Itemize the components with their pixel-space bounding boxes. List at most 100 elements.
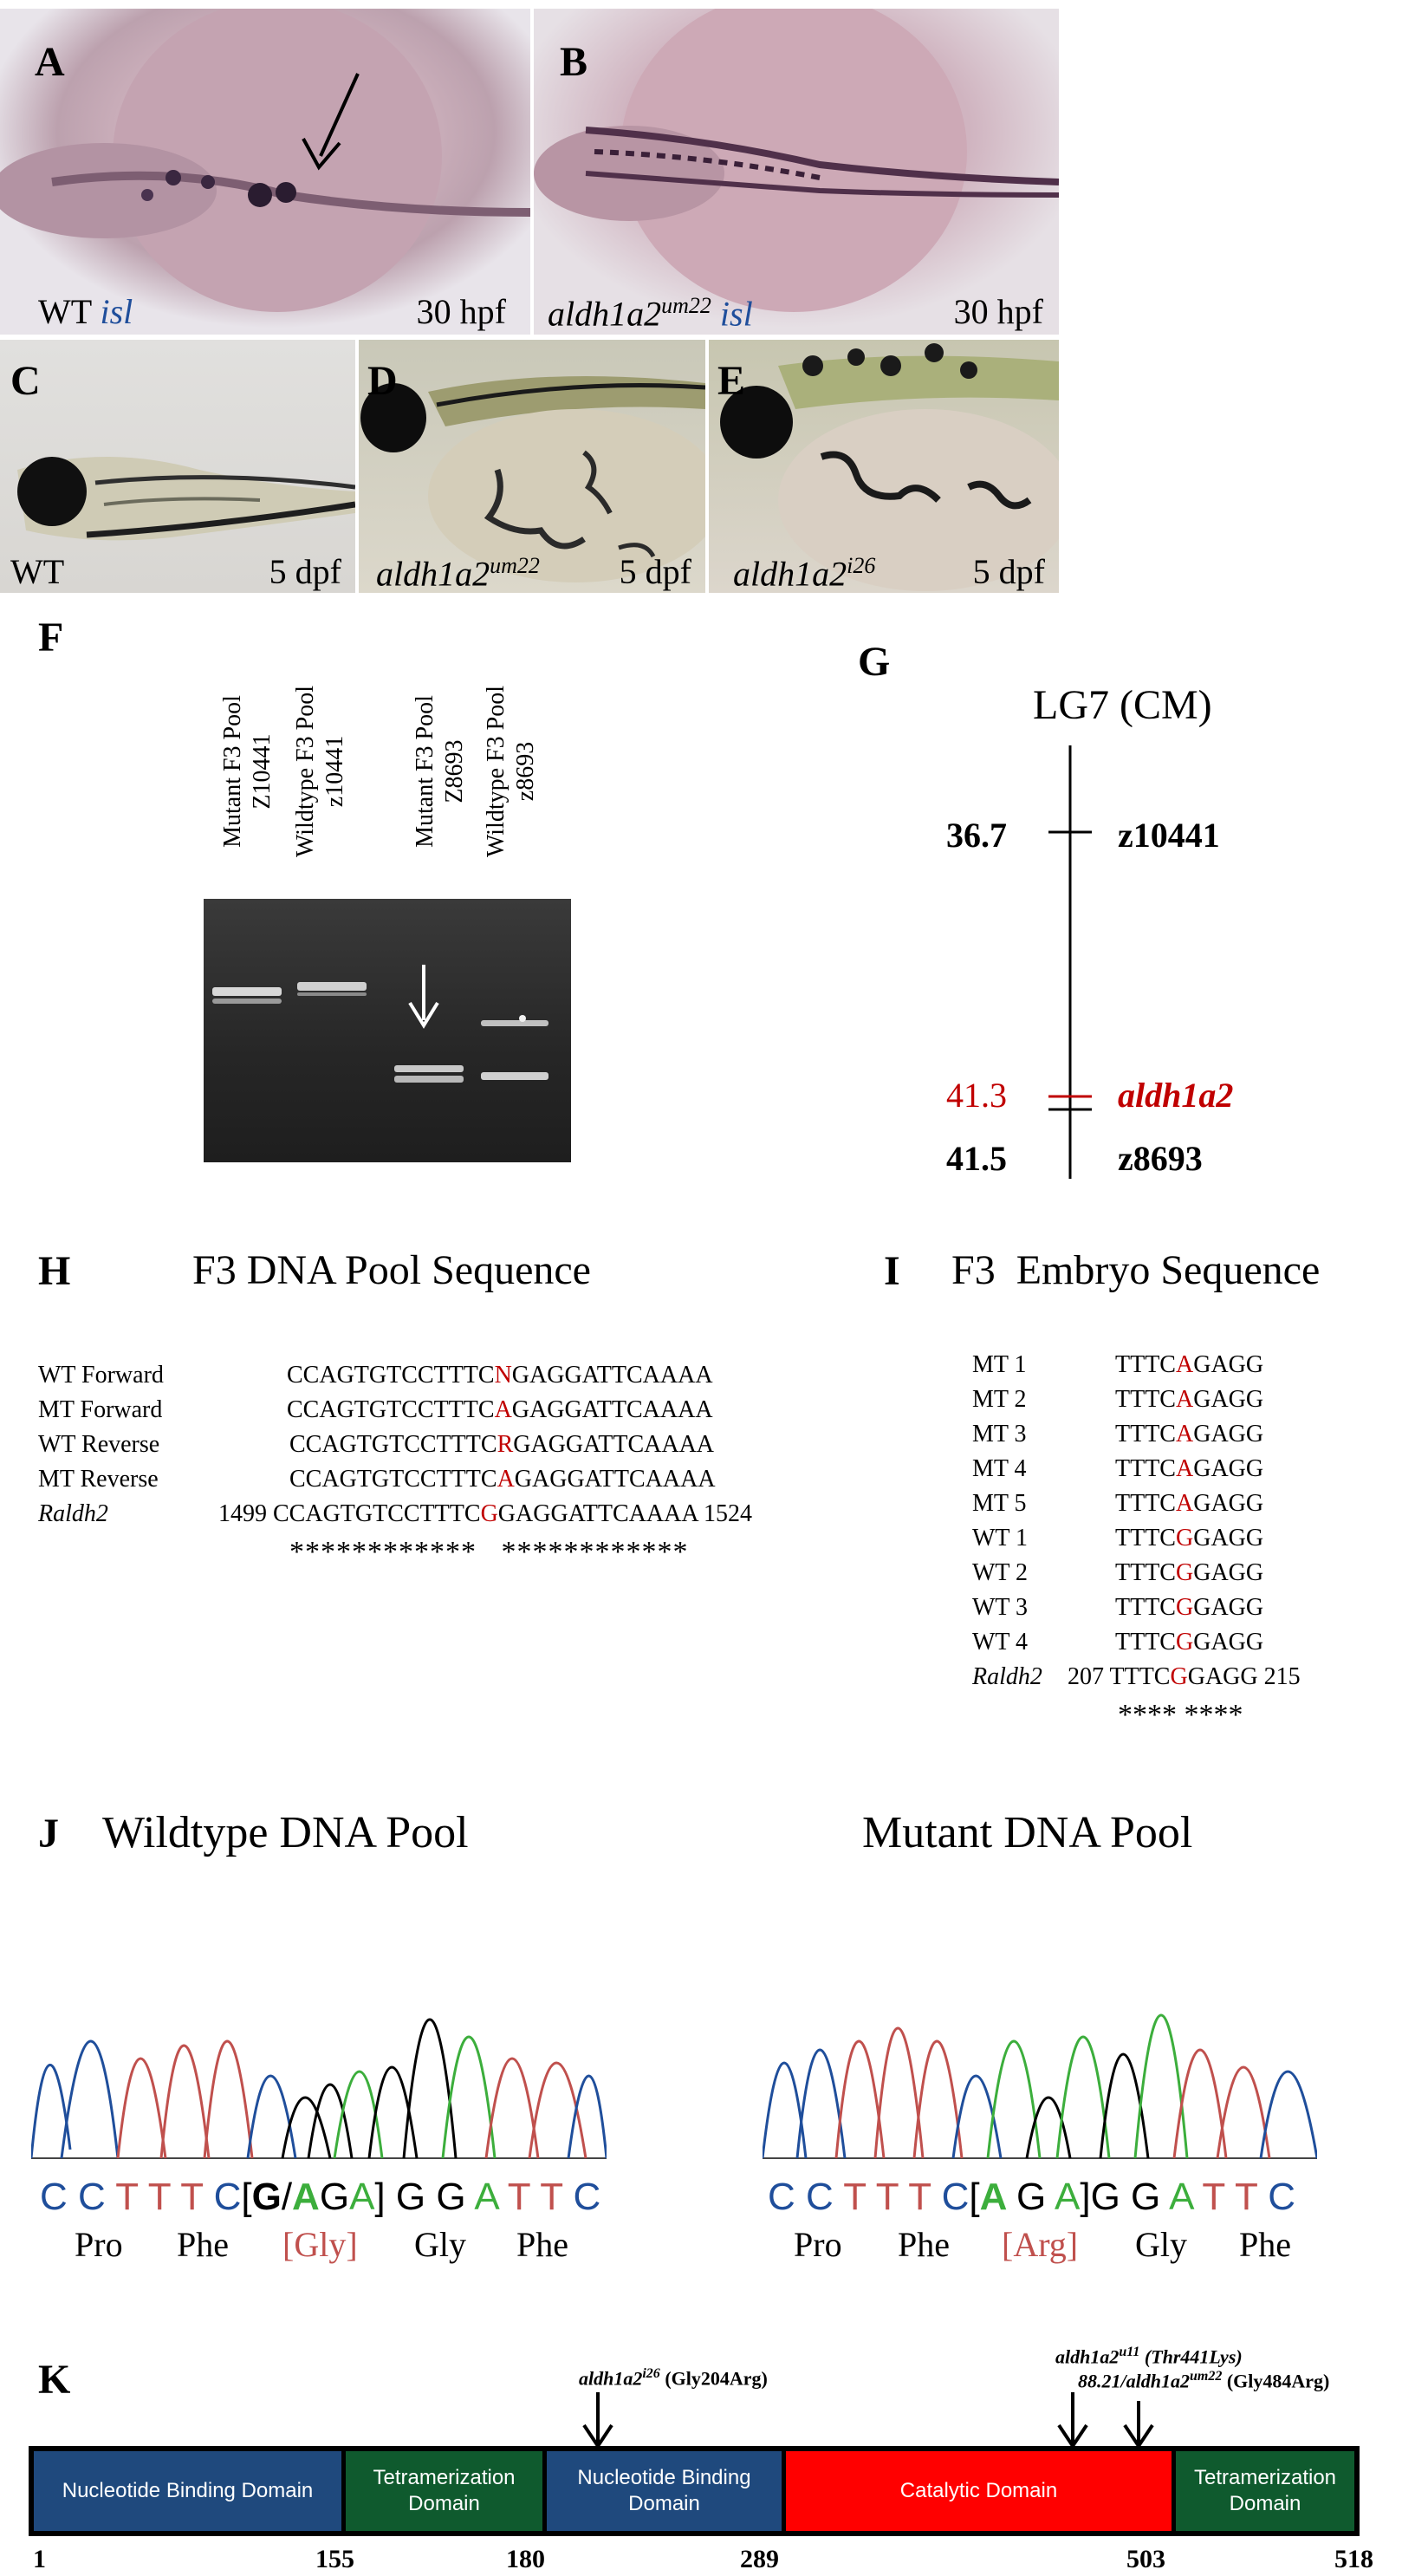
panel-title: F3 Embryo Sequence (951, 1247, 1321, 1293)
base-calls-mutant: C C T T T C[A G A]G G A T T C (768, 2176, 1296, 2218)
marker-position: 41.3 (946, 1076, 1007, 1115)
marker-name: z8693 (1118, 1139, 1203, 1178)
tick-label: 1 (33, 2545, 46, 2573)
seq-row: CCAGTGTCCTTTCNGAGGATTCAAAA (287, 1362, 713, 1389)
amino-acid: Gly (1135, 2225, 1187, 2264)
panel-label-k: K (38, 2357, 71, 2403)
seq-name: MT Reverse (38, 1466, 159, 1493)
stage-label: 30 hpf (416, 292, 506, 331)
panel-label-g: G (858, 639, 891, 685)
larva-illustration-e (720, 343, 1059, 591)
seq-row: 207 TTTCGGAGG 215 (1068, 1663, 1301, 1690)
larva-illustration-c (17, 457, 355, 541)
panel-label-j: J (38, 1811, 59, 1857)
marker-position: 36.7 (946, 816, 1007, 855)
mutation-label: aldh1a2i26 (Gly204Arg) (579, 2366, 768, 2390)
protein-domain-bar: Nucleotide Binding Domain Tetramerizatio… (29, 2446, 1360, 2536)
seq-row: TTTCAGAGG (1115, 1351, 1264, 1378)
seq-name: WT Forward (38, 1362, 164, 1389)
larva-illustration-d (360, 376, 705, 582)
amino-acid: [Arg] (1002, 2225, 1079, 2264)
tick-label: 503 (1126, 2545, 1165, 2573)
caption: WT (10, 552, 65, 591)
seq-row: TTTCAGAGG (1115, 1490, 1264, 1517)
amino-acid: Pro (75, 2225, 123, 2264)
seq-row: 1499 CCAGTGTCCTTTCGGAGGATTCAAAA 1524 (218, 1500, 753, 1527)
seq-row: TTTCAGAGG (1115, 1421, 1264, 1447)
gel-bands (212, 965, 548, 1083)
amino-acid: Phe (516, 2225, 568, 2264)
amino-acid: Phe (177, 2225, 229, 2264)
seq-row: TTTCGGAGG (1115, 1525, 1264, 1551)
seq-name: WT 2 (972, 1559, 1029, 1586)
embryo-illustration-a (0, 9, 530, 312)
amino-acid: [Gly] (282, 2225, 358, 2264)
seq-row: TTTCAGAGG (1115, 1455, 1264, 1482)
seq-name: MT Forward (38, 1396, 163, 1423)
stage-label: 5 dpf (619, 552, 691, 591)
panel-d-image: D aldh1a2um22 5 dpf (359, 340, 705, 593)
amino-acid: Phe (1239, 2225, 1291, 2264)
chromatogram-wildtype (31, 2018, 607, 2159)
marker-position: 41.5 (946, 1139, 1007, 1178)
panel-a-image: A WT isl 30 hpf (0, 9, 530, 335)
seq-row: CCAGTGTCCTTTCRGAGGATTCAAAA (289, 1431, 715, 1458)
tick-label: 289 (740, 2545, 779, 2573)
seq-name: MT 4 (972, 1455, 1027, 1482)
chart-title: LG7 (CM) (1033, 682, 1212, 728)
seq-row: TTTCGGAGG (1115, 1594, 1264, 1621)
amino-acid: Pro (794, 2225, 842, 2264)
base-calls-wildtype: C C T T T C[G/AGA] G G A T T C (40, 2176, 601, 2218)
stage-label: 30 hpf (953, 292, 1043, 331)
chromatogram-mutant (763, 2013, 1317, 2159)
seq-name: Raldh2 (38, 1500, 108, 1527)
panel-label: C (10, 358, 41, 404)
arrow-icon (319, 73, 360, 157)
panel-label: A (35, 39, 65, 85)
amino-acid: Phe (898, 2225, 950, 2264)
seq-row: TTTCAGAGG (1115, 1386, 1264, 1413)
panel-e-image: E aldh1a2i26 5 dpf (709, 340, 1059, 593)
gel-image (204, 899, 571, 1162)
embryo-illustration-b (534, 9, 1059, 312)
tick-label: 518 (1334, 2545, 1373, 2573)
panel-c-image: C WT 5 dpf (0, 340, 355, 593)
seq-row: CCAGTGTCCTTTCAGAGGATTCAAAA (289, 1466, 716, 1493)
panel-title: Wildtype DNA Pool (102, 1808, 469, 1857)
stage-label: 5 dpf (269, 552, 341, 591)
marker-name: z10441 (1118, 816, 1220, 855)
seq-name: WT 1 (972, 1525, 1029, 1551)
panel-label-f: F (38, 615, 64, 660)
amino-acid: Gly (414, 2225, 466, 2264)
panel-label-h: H (38, 1248, 71, 1294)
domain-tetramerization: Tetramerization Domain (1172, 2451, 1354, 2531)
seq-name: MT 1 (972, 1351, 1027, 1378)
seq-name: MT 2 (972, 1386, 1027, 1413)
seq-row: TTTCGGAGG (1115, 1559, 1264, 1586)
conservation-stars: **** **** (1118, 1699, 1243, 1731)
seq-name: Raldh2 (972, 1663, 1042, 1690)
panel-b-image: B aldh1a2um22 isl 30 hpf (534, 9, 1059, 335)
tick-label: 155 (315, 2545, 354, 2573)
mutation-label: aldh1a2u11 (Thr441Lys) (1055, 2345, 1243, 2368)
seq-name: MT 3 (972, 1421, 1027, 1447)
panel-title: Mutant DNA Pool (862, 1808, 1193, 1857)
tick-label: 180 (506, 2545, 545, 2573)
marker-name: aldh1a2 (1118, 1076, 1234, 1115)
seq-name: WT 3 (972, 1594, 1029, 1621)
linkage-map (1048, 745, 1092, 1179)
domain-nucleotide-binding: Nucleotide Binding Domain (34, 2451, 341, 2531)
conservation-stars: ************ ************ (289, 1536, 689, 1568)
caption: WT isl (38, 292, 133, 331)
domain-ticks: 1 155 180 289 503 518 (0, 2545, 1415, 2576)
seq-row: CCAGTGTCCTTTCAGAGGATTCAAAA (287, 1396, 713, 1423)
stage-label: 5 dpf (972, 552, 1045, 591)
seq-name: WT 4 (972, 1629, 1029, 1656)
domain-catalytic: Catalytic Domain (782, 2451, 1172, 2531)
panel-label: D (367, 358, 398, 404)
domain-tetramerization: Tetramerization Domain (341, 2451, 542, 2531)
